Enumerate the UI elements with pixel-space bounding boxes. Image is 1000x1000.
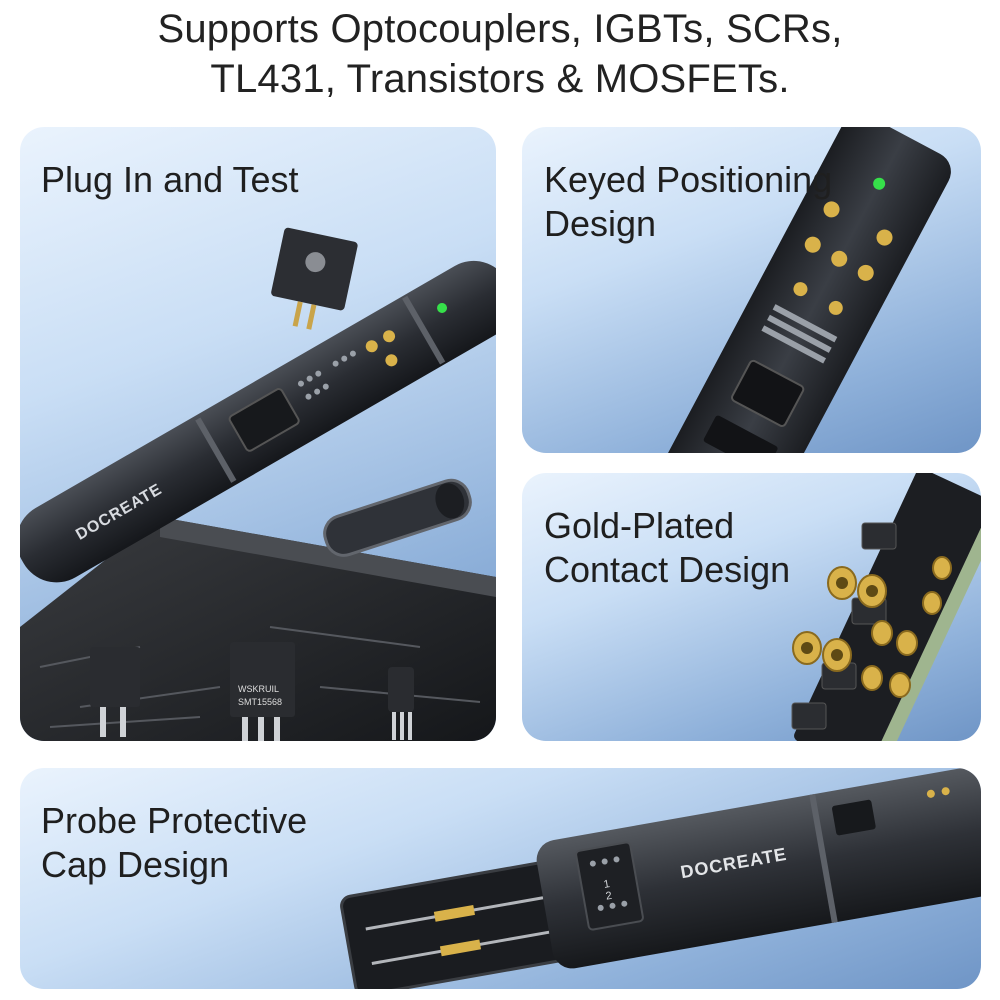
panel-plug-in-and-test: DOCREATE WSKRUIL SMT15568 Plug In and Te… (20, 127, 496, 741)
headline-line-2: TL431, Transistors & MOSFETs. (210, 57, 790, 101)
port-label-1: 1 (603, 878, 611, 891)
loose-chip-3 (388, 667, 414, 740)
panel-gold-plated: Gold-Plated Contact Design (522, 473, 981, 741)
tester-pen: DOCREATE (20, 260, 496, 583)
loose-chip-1 (90, 647, 140, 737)
panel-caption: Keyed Positioning Design (544, 159, 833, 244)
gold-pins (792, 556, 952, 698)
probe-cap-illustration: 1 2 DOCREATE (340, 768, 981, 989)
plug-in-illustration: DOCREATE WSKRUIL SMT15568 (20, 227, 496, 741)
keyed-illustration (661, 127, 951, 453)
loose-chip-2: WSKRUIL SMT15568 (230, 642, 295, 741)
inserted-transistor (271, 227, 358, 330)
tester-pen-closeup (661, 127, 951, 453)
headline-line-1: Supports Optocouplers, IGBTs, SCRs, (157, 7, 843, 51)
panel-caption: Plug In and Test (41, 159, 299, 200)
tester-pen-with-cap: 1 2 DOCREATE (340, 768, 981, 989)
contact-board (794, 473, 981, 741)
chip-label-2: SMT15568 (238, 697, 282, 707)
panel-probe-cap: 1 2 DOCREATE Probe Protective Cap Design (20, 768, 981, 989)
panel-caption: Gold-Plated Contact Design (544, 505, 791, 590)
panel-caption: Probe Protective Cap Design (41, 800, 308, 885)
port-label-2: 2 (605, 890, 613, 903)
headline: Supports Optocouplers, IGBTs, SCRs, TL43… (0, 4, 1000, 104)
chip-label-1: WSKRUIL (238, 684, 279, 694)
gold-contacts-illustration (791, 473, 981, 741)
panel-keyed-positioning: Keyed Positioning Design (522, 127, 981, 453)
